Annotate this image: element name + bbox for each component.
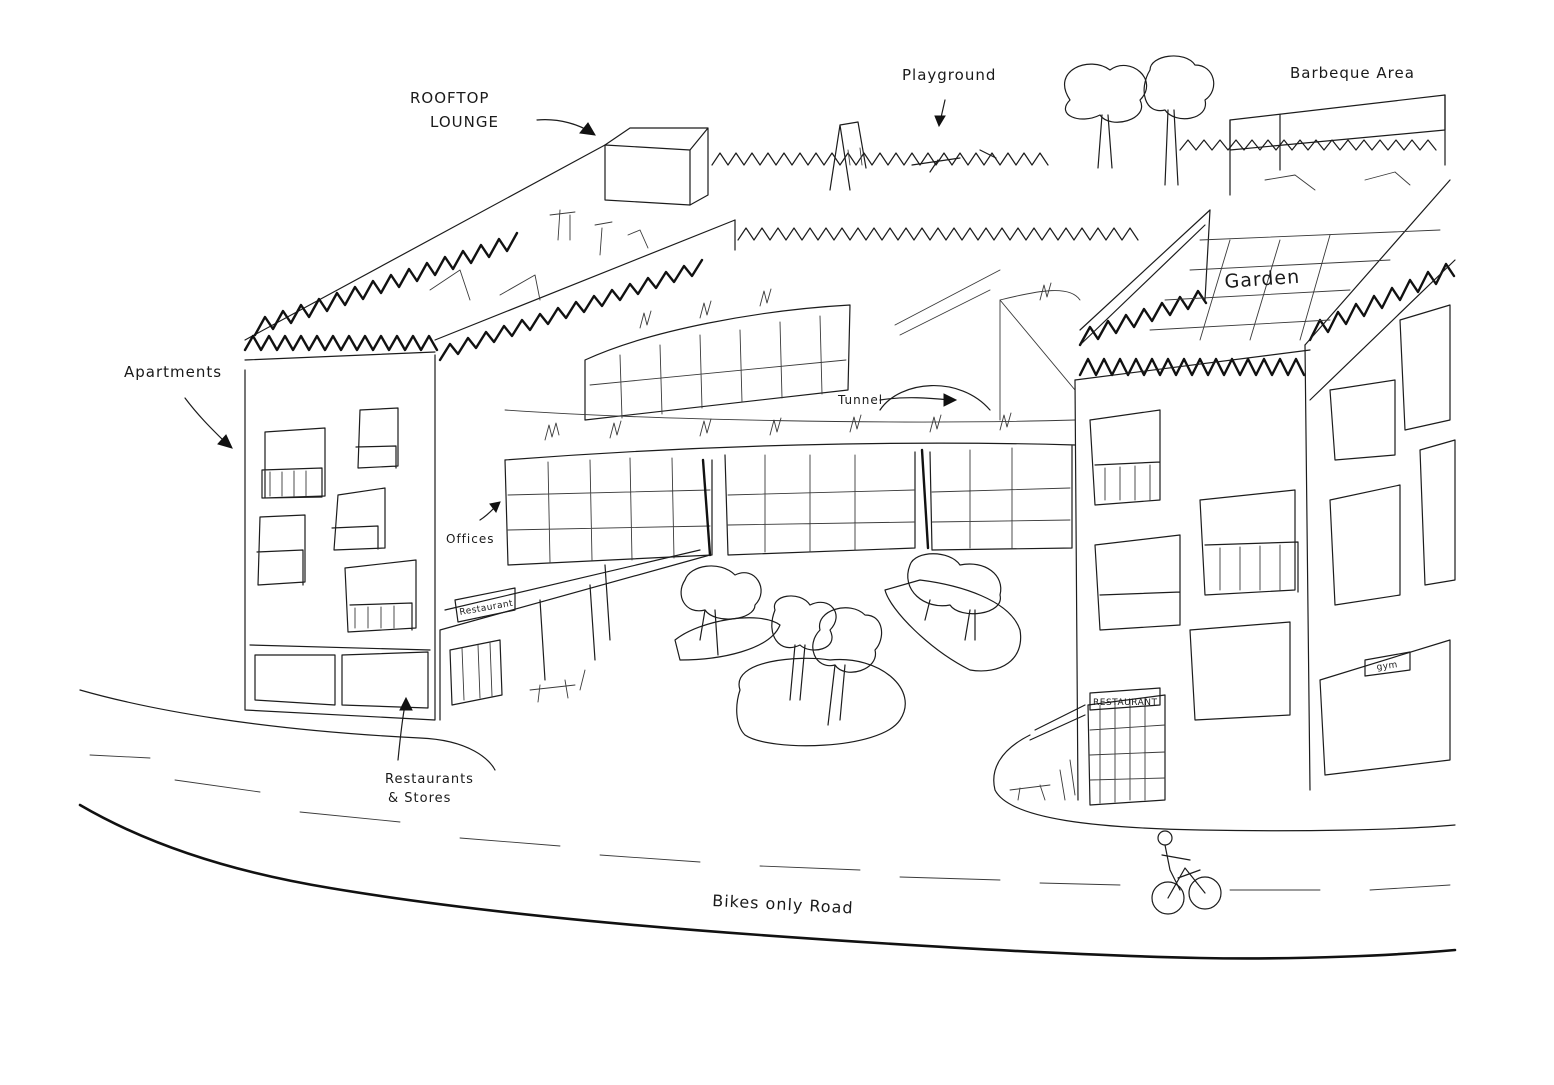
apartments-label: Apartments bbox=[124, 363, 222, 381]
gym-sign: gym bbox=[1376, 660, 1398, 673]
restaurants-stores-label-line1: Restaurants bbox=[385, 772, 474, 787]
courtyard-trees bbox=[674, 553, 1022, 747]
restaurants-stores-label-line2: & Stores bbox=[388, 791, 451, 806]
bikes-only-road-label: Bikes only Road bbox=[712, 891, 854, 917]
cyclist bbox=[1151, 830, 1222, 915]
rooftop-lounge-label-line2: LOUNGE bbox=[430, 113, 499, 131]
road bbox=[78, 689, 1457, 960]
garden-label: Garden bbox=[1224, 266, 1301, 293]
barbeque-area-label: Barbeque Area bbox=[1290, 64, 1415, 82]
restaurant-sign-right: RESTAURANT bbox=[1093, 698, 1157, 708]
garden-roof bbox=[1149, 229, 1441, 341]
offices-label: Offices bbox=[446, 532, 494, 546]
restaurant-row-left bbox=[439, 549, 711, 721]
barbeque-pavilion bbox=[1229, 94, 1446, 196]
rooftop-lounge bbox=[429, 127, 709, 301]
rooftop-trees bbox=[1063, 55, 1215, 186]
left-apartment-block bbox=[244, 144, 736, 721]
rooftop-fences bbox=[243, 139, 1456, 377]
right-apartment-block bbox=[1009, 179, 1456, 806]
playground-label: Playground bbox=[902, 66, 996, 84]
tunnel-label: Tunnel bbox=[837, 393, 883, 407]
annotation-labels: ROOFTOP LOUNGE Playground Barbeque Area … bbox=[124, 64, 1415, 917]
rooftop-lounge-label-line1: ROOFTOP bbox=[410, 89, 489, 107]
central-courtyard bbox=[504, 209, 1211, 566]
restaurant-sign-left: Restaurant bbox=[459, 599, 514, 618]
annotation-arrows bbox=[184, 99, 958, 761]
playground bbox=[829, 121, 997, 191]
